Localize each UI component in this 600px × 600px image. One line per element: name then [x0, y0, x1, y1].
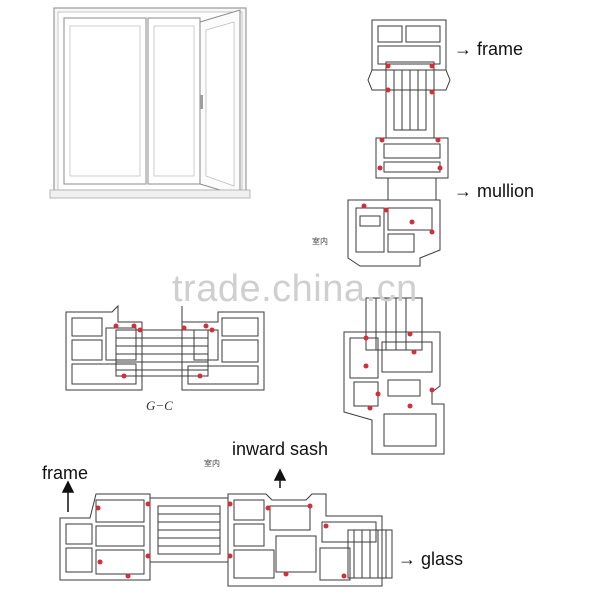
label-mullion: → mullion [454, 181, 535, 201]
label-glass: → glass [398, 549, 464, 569]
label-frame-bottom: frame [42, 463, 89, 483]
label-indoor-2: 室内 [204, 459, 220, 468]
label-inward-sash: inward sash [232, 439, 329, 459]
watermark: trade.china.cn [172, 268, 418, 310]
label-indoor-1: 室内 [312, 237, 328, 246]
window-sill [49, 189, 251, 199]
label-frame-top: → frame [454, 39, 524, 59]
label-section-gc: G−C [146, 398, 173, 413]
